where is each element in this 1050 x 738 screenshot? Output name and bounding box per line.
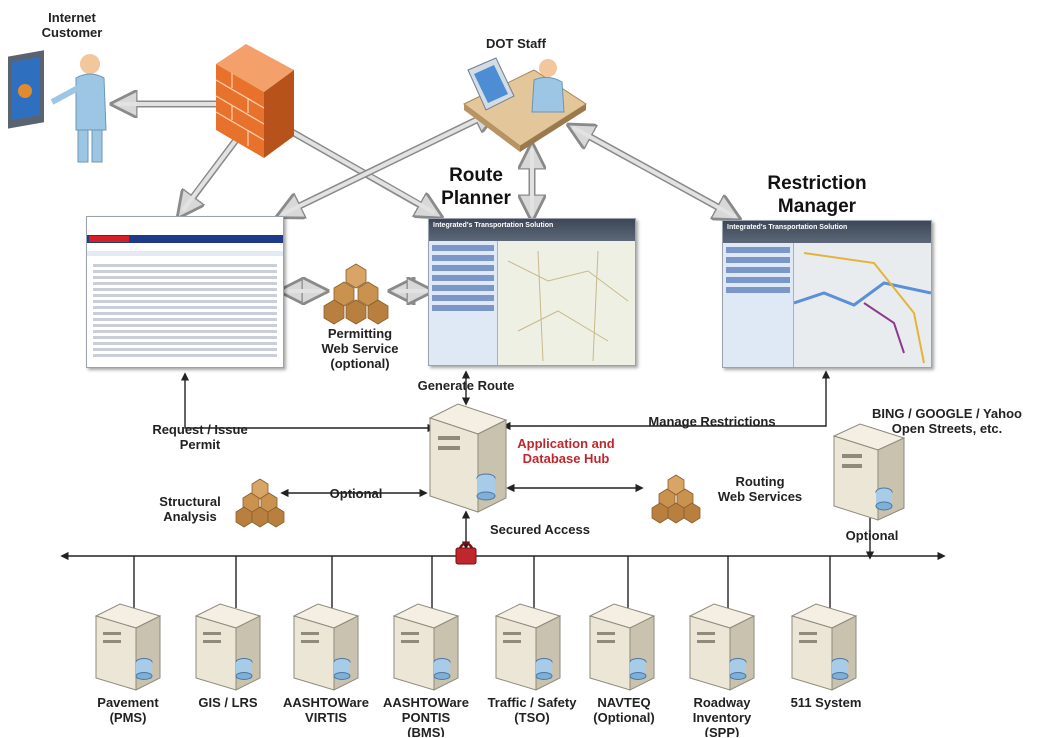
route-map [498, 241, 635, 365]
restriction-manager-title: Restriction Manager [767, 173, 867, 217]
system-label-traffic: Traffic / Safety (TSO) [487, 695, 577, 725]
arrow-staff-restriction-screen [574, 128, 734, 216]
hub-label: Application and Database Hub [517, 436, 615, 466]
system-label-roadway: Roadway Inventory (SPP) [692, 695, 752, 737]
route-planner-title: Route Planner [441, 165, 511, 209]
system-label-virtis: AASHTOWare VIRTIS [283, 695, 369, 725]
server-icon [790, 603, 858, 691]
dot-staff-label: DOT Staff [486, 36, 546, 51]
line-request-permit [180, 372, 436, 433]
permit-system-screenshot [86, 216, 284, 368]
internet-customer-label: Internet Customer [41, 10, 103, 40]
system-label-511: 511 System [790, 695, 862, 710]
map-provider-label: BING / GOOGLE / Yahoo Open Streets, etc. [871, 406, 1022, 436]
structural-analysis-label: Structural Analysis [159, 494, 221, 524]
secured-access-label: Secured Access [490, 522, 590, 537]
grey-double-arrows [118, 104, 734, 291]
firewall-icon [215, 44, 294, 158]
arrow-staff-permit-screen [283, 112, 493, 214]
server-icon [494, 603, 562, 691]
structural-optional-label: Optional [329, 486, 383, 501]
system-servers [94, 603, 858, 691]
system-label-pontis: AASHTOWare PONTIS (BMS) [383, 695, 469, 737]
internet-customer-person-icon [8, 50, 107, 163]
server-icon [392, 603, 460, 691]
manage-restrictions-label: Manage Restrictions [648, 414, 776, 429]
generate-route-label: Generate Route [417, 378, 515, 393]
map-server-icon [832, 423, 906, 521]
permitting-cubes-icon [323, 263, 389, 325]
routing-cubes-icon [651, 474, 701, 524]
routing-services-label: Routing Web Services [717, 474, 803, 504]
route-planner-screenshot: Integrated's Transportation Solution [428, 218, 636, 366]
server-icon [194, 603, 262, 691]
server-icon [292, 603, 360, 691]
restriction-map [793, 243, 931, 367]
black-connectors [60, 370, 946, 608]
arrow-firewall-permit-screen [182, 136, 240, 212]
structural-cubes-icon [235, 478, 285, 528]
line-manage-restrictions [502, 370, 831, 431]
permitting-service-label: Permitting Web Service (optional) [321, 326, 399, 371]
bus-drops [133, 556, 831, 608]
system-label-navteq: NAVTEQ (Optional) [593, 695, 655, 725]
server-icon [588, 603, 656, 691]
dot-staff-person-icon [463, 57, 587, 152]
system-label-gis: GIS / LRS [198, 695, 258, 710]
system-label-pavement: Pavement (PMS) [97, 695, 159, 725]
route-screen-header: Integrated's Transportation Solution [433, 222, 554, 229]
hub-server-icon [428, 403, 508, 513]
request-issue-permit-label: Request / Issue Permit [152, 422, 248, 452]
restriction-screen-header: Integrated's Transportation Solution [727, 224, 848, 231]
restriction-manager-screenshot: Integrated's Transportation Solution [722, 220, 932, 368]
server-icon [688, 603, 756, 691]
lock-icon [455, 541, 477, 565]
server-icon [94, 603, 162, 691]
map-optional-label: Optional [845, 528, 899, 543]
